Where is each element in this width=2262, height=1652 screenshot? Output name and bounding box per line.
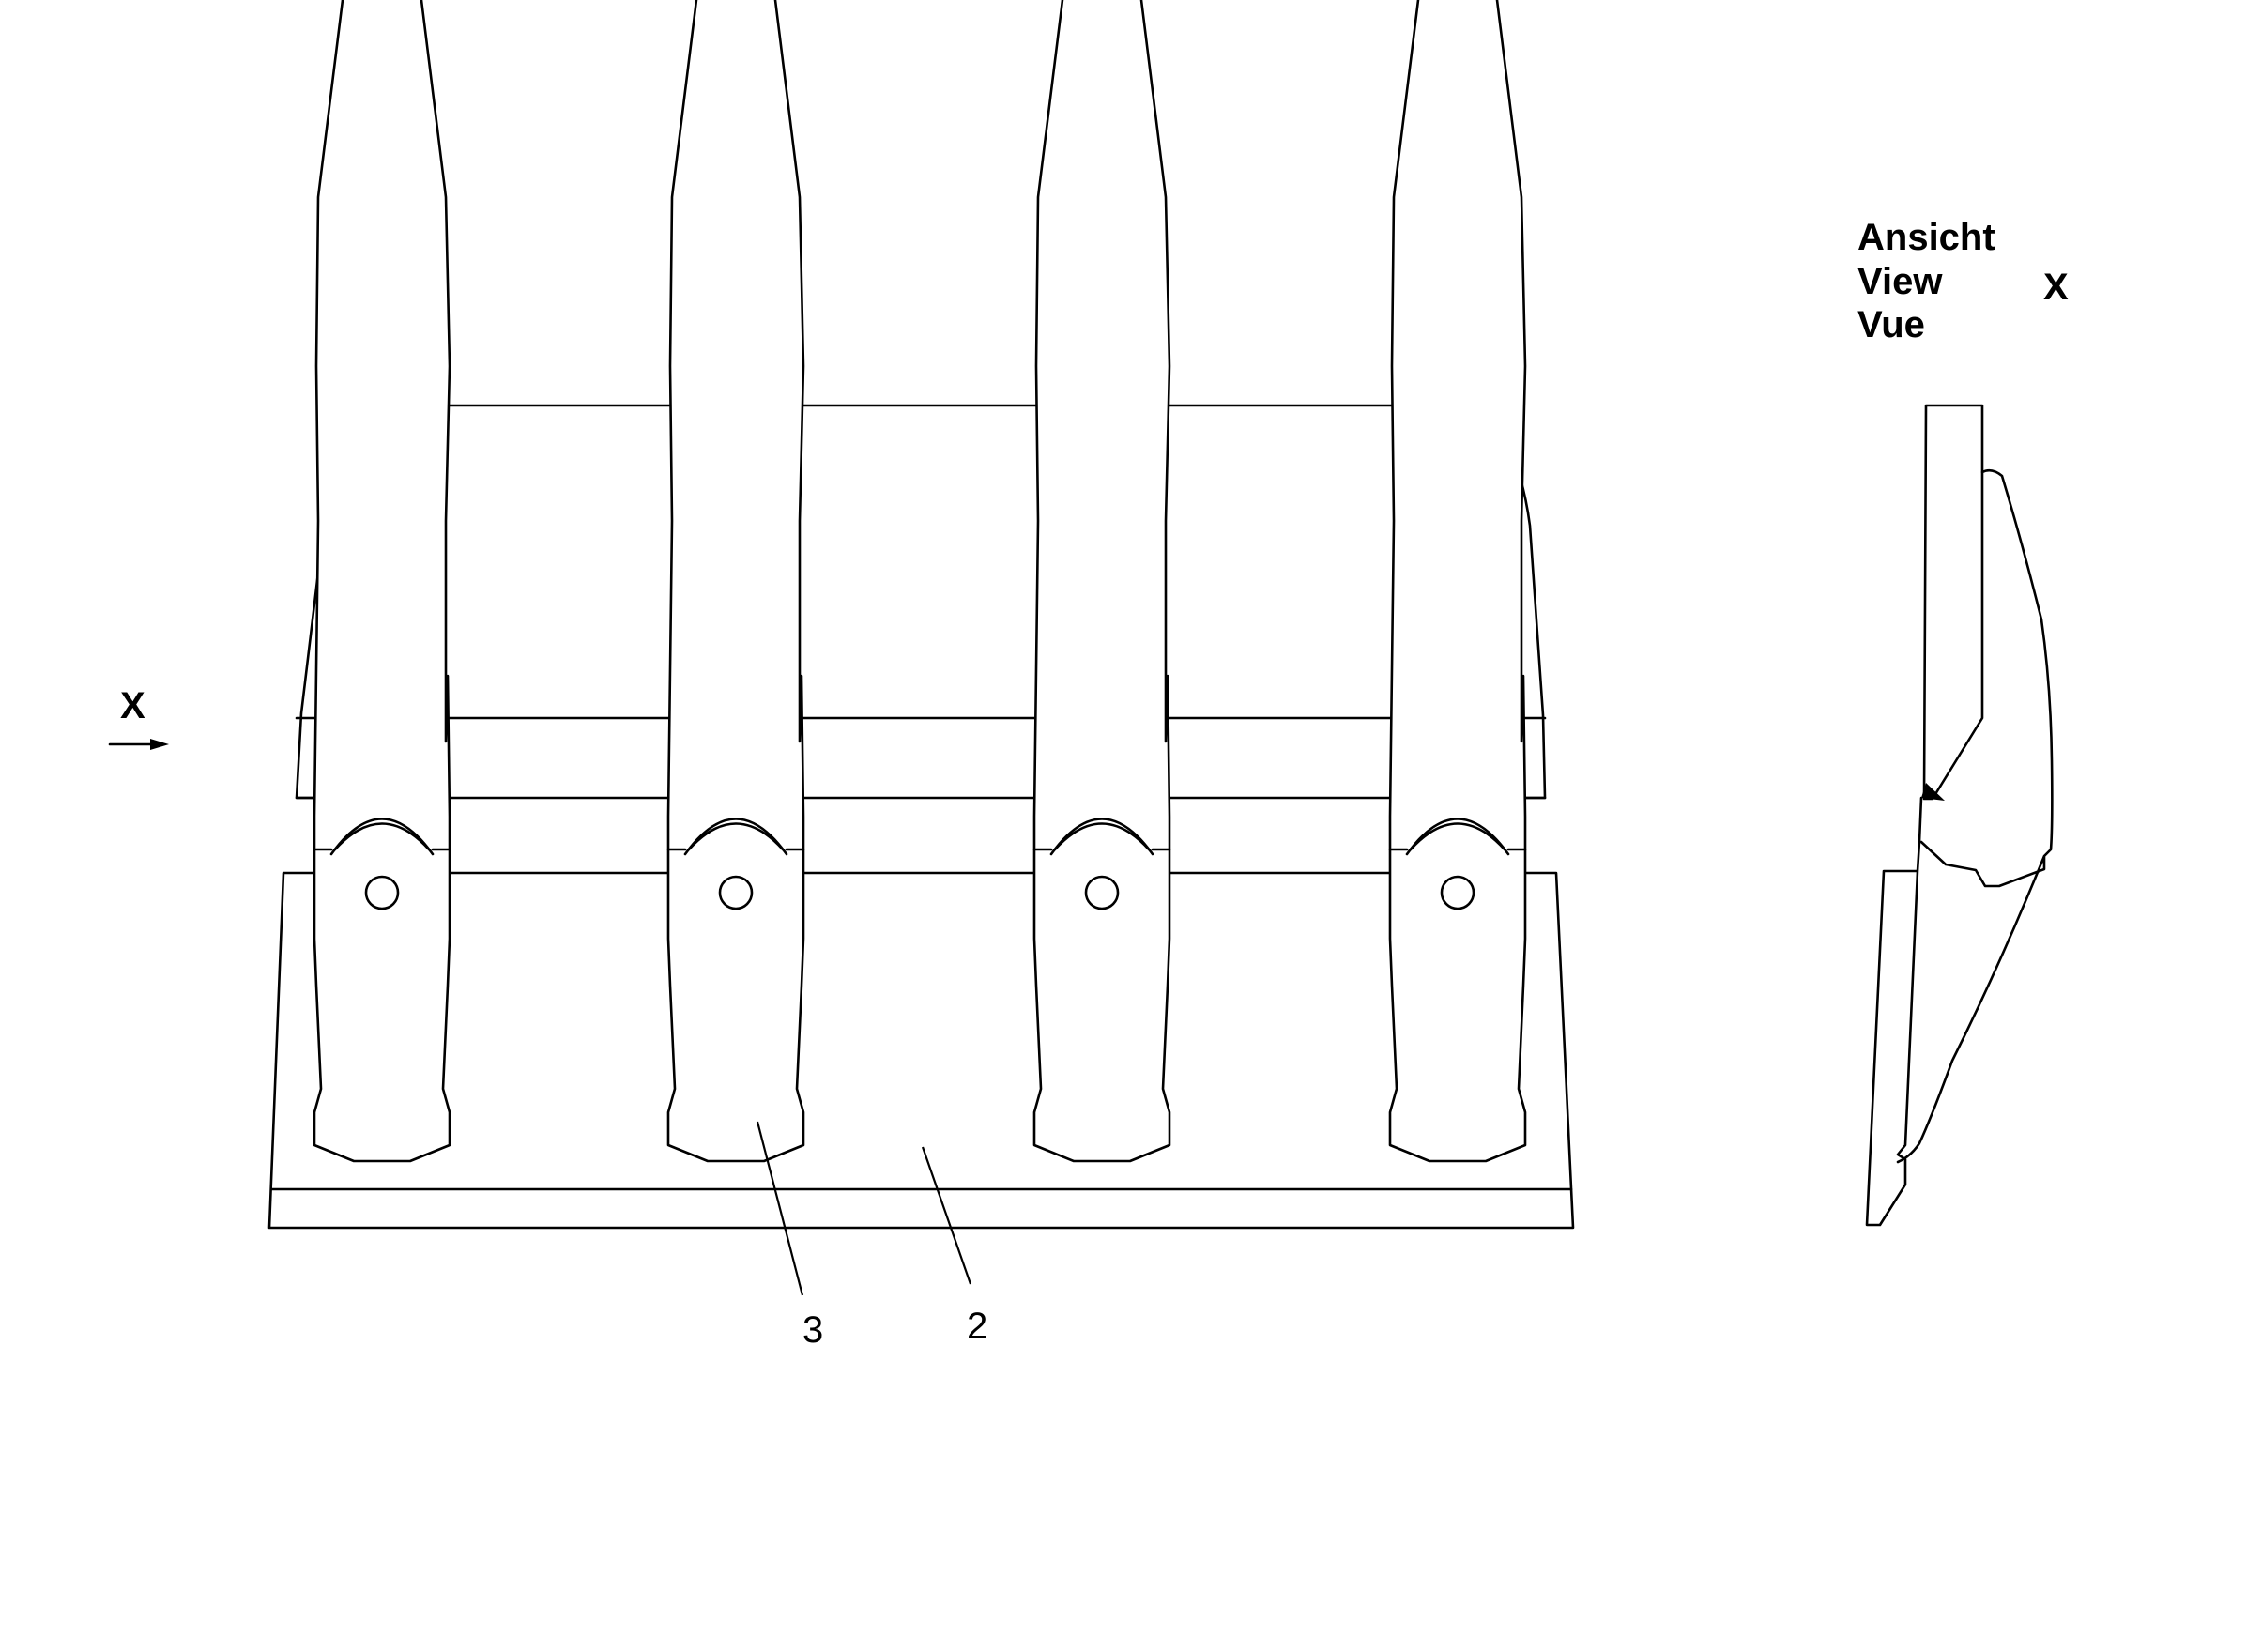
- side-view: [1865, 404, 2054, 1227]
- tooth-2: [666, 0, 805, 1163]
- weld-mark-icon: [1921, 783, 1945, 801]
- base-lip-plate: [267, 871, 1575, 1230]
- side-tooth-profile: [1896, 468, 2054, 1164]
- arrow-label: X: [120, 685, 145, 727]
- callout-tooth: 3: [802, 1309, 823, 1351]
- arrow-head-icon: [150, 739, 169, 750]
- view-title-letter: X: [2043, 267, 2069, 308]
- tooth-3: [1032, 0, 1171, 1163]
- view-title-line-3: Vue: [1857, 304, 1925, 345]
- upper-shroud: [295, 404, 1547, 800]
- callout-leaders: [756, 1121, 972, 1296]
- side-lip-plate: [1865, 840, 1921, 1227]
- tooth-4: [1388, 0, 1527, 1163]
- view-title-line-1: Ansicht: [1857, 217, 1995, 258]
- view-title-line-2: View: [1857, 261, 1943, 302]
- side-adapter: [1922, 404, 1984, 801]
- callout-bucket-lip: 2: [967, 1306, 987, 1347]
- tooth-1: [313, 0, 451, 1163]
- front-view: [267, 0, 1575, 1230]
- view-arrow: X: [108, 685, 169, 750]
- view-title: Ansicht View Vue X: [1857, 217, 2069, 345]
